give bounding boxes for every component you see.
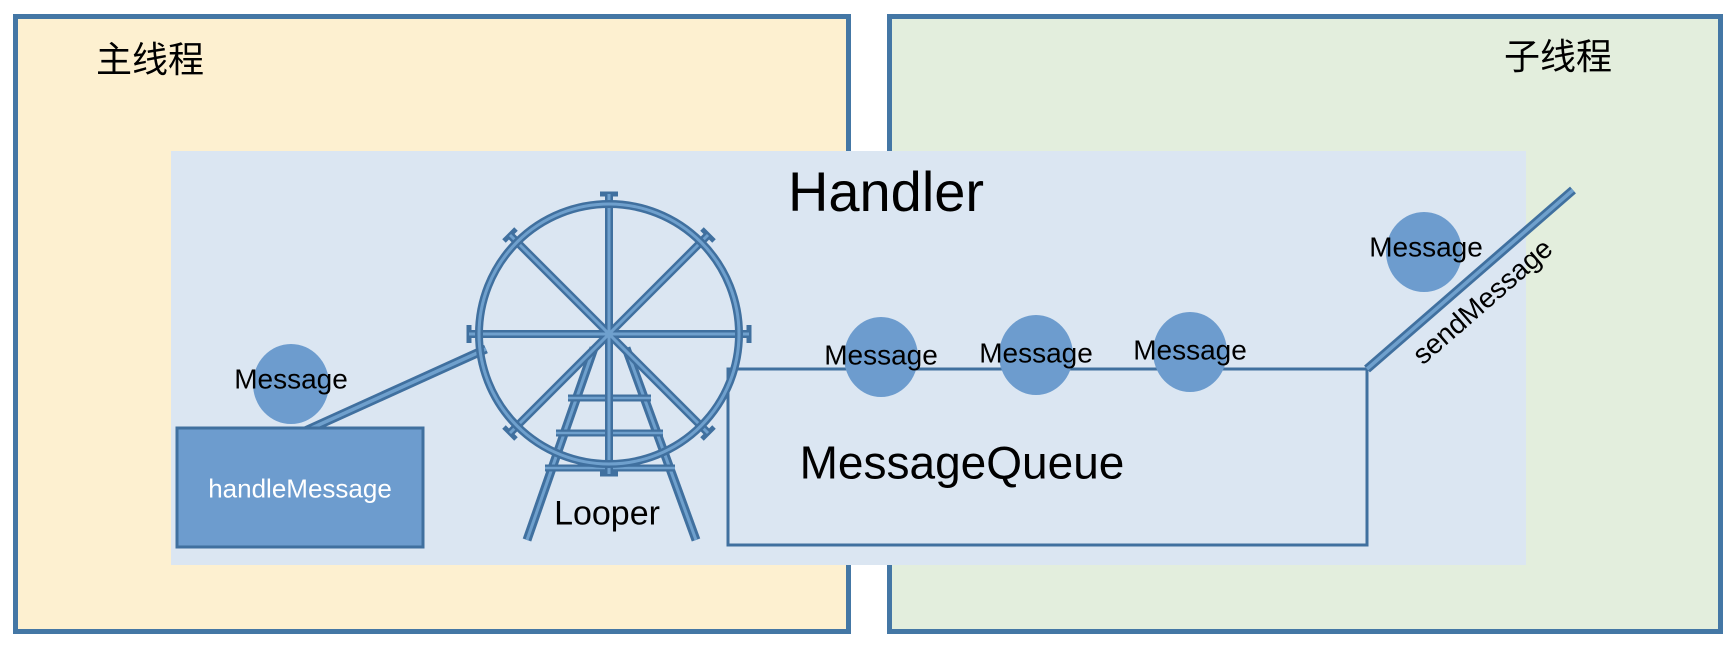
- looper-label: Looper: [554, 494, 660, 533]
- handlemessage-box: [175, 426, 425, 549]
- looper-wheel: [466, 191, 752, 542]
- message-label-queue-3: Message: [1133, 334, 1247, 366]
- main-thread-label: 主线程: [95, 39, 205, 81]
- handler-title: Handler: [787, 160, 985, 224]
- message-circle-incoming: [253, 344, 329, 424]
- message-circle-queue-3: [1153, 312, 1227, 392]
- messagequeue-title: MessageQueue: [799, 436, 1125, 489]
- message-label-incoming: Message: [234, 363, 348, 395]
- message-circle-queue-2: [999, 315, 1073, 395]
- deliver-message-line: [301, 344, 488, 437]
- message-circle-queue-1: [844, 317, 918, 397]
- handle-message-label: handleMessage: [208, 473, 392, 504]
- message-label-queue-2: Message: [979, 337, 1093, 369]
- message-label-queue-1: Message: [824, 339, 938, 371]
- sendmessage-line: [1364, 186, 1576, 373]
- message-label-outgoing: Message: [1369, 231, 1483, 263]
- child-thread-label: 子线程: [1503, 36, 1613, 78]
- message-circle-outgoing: [1386, 212, 1462, 292]
